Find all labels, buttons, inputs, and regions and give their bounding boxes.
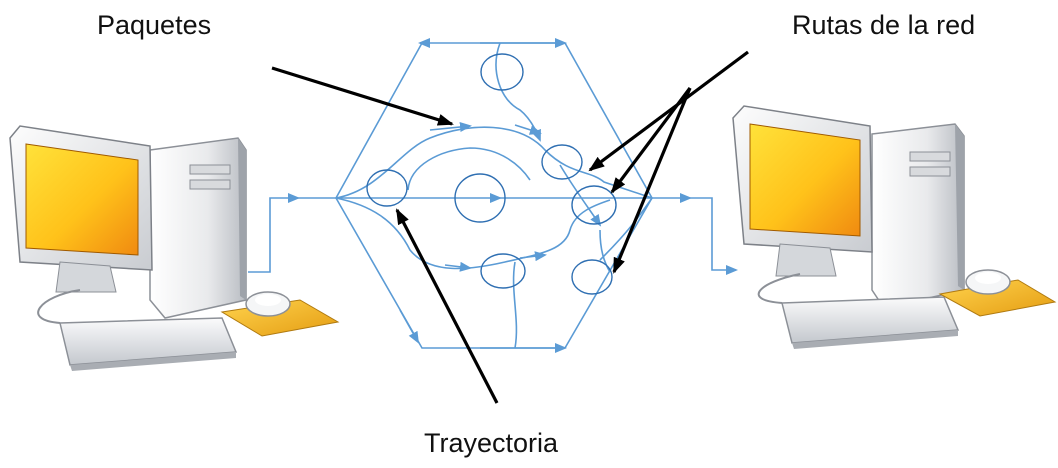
trajectory-pointer-arrow xyxy=(395,208,499,404)
packet-circle xyxy=(454,173,506,223)
link-to-right-computer xyxy=(690,197,738,275)
packet-circle xyxy=(480,53,524,91)
routes-pointer-arrow-1 xyxy=(588,50,749,172)
network-routes xyxy=(248,38,738,353)
packet-circle xyxy=(571,185,617,225)
packet-circle xyxy=(571,259,613,295)
computer-right-icon xyxy=(732,105,1057,349)
route-bottom xyxy=(335,197,653,349)
packet-circle xyxy=(366,169,408,207)
packets xyxy=(366,53,617,295)
pointer-arrows xyxy=(271,50,749,404)
routes-pointer-arrow-2 xyxy=(610,87,692,194)
trajectory-label: Trayectoria xyxy=(424,428,559,458)
packets-pointer-arrow xyxy=(271,66,454,126)
mouse-icon xyxy=(245,291,291,317)
packet-circle xyxy=(541,144,583,180)
link-from-left-computer xyxy=(248,193,300,273)
packets-label: Paquetes xyxy=(97,10,212,40)
routes-pointer-arrow-3 xyxy=(612,87,692,274)
computer-left-icon xyxy=(9,125,340,371)
packet-circle xyxy=(480,253,526,289)
mouse-icon-right xyxy=(965,269,1011,295)
network-routes-label: Rutas de la red xyxy=(792,10,976,40)
